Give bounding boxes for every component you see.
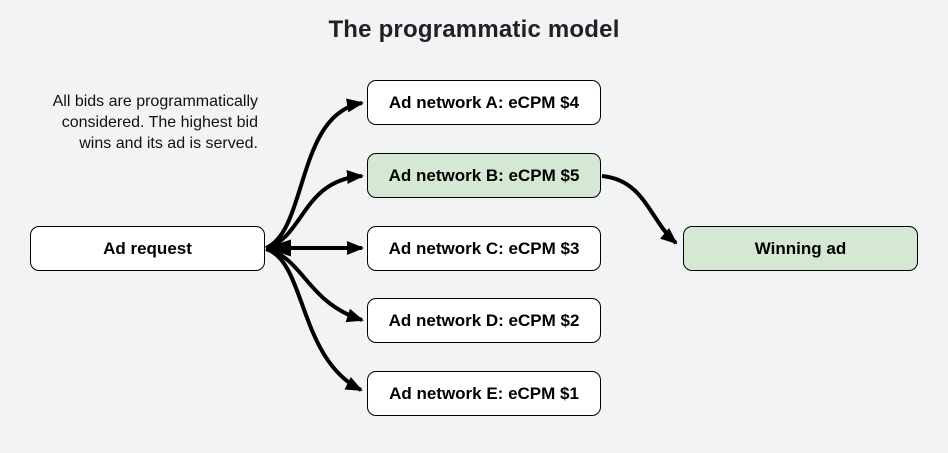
network-box-b: Ad network B: eCPM $5 xyxy=(367,153,601,198)
arrow-request-to-network-b xyxy=(265,170,364,250)
network-box-c: Ad network C: eCPM $3 xyxy=(367,226,601,271)
network-box-d: Ad network D: eCPM $2 xyxy=(367,298,601,343)
network-b-label: Ad network B: eCPM $5 xyxy=(388,165,580,185)
network-e-label: Ad network E: eCPM $1 xyxy=(389,383,579,403)
winning-ad-box: Winning ad xyxy=(683,226,918,271)
ad-request-label: Ad request xyxy=(103,238,192,258)
network-a-label: Ad network A: eCPM $4 xyxy=(388,92,580,112)
network-c-label: Ad network C: eCPM $3 xyxy=(388,238,580,258)
network-d-label: Ad network D: eCPM $2 xyxy=(388,310,580,330)
network-box-e: Ad network E: eCPM $1 xyxy=(367,371,601,416)
description-line: All bids are programmatically xyxy=(52,93,258,110)
arrow-network-b-to-winning-ad xyxy=(601,174,678,245)
page-title: The programmatic model xyxy=(328,16,620,43)
arrow-request-to-network-a xyxy=(265,98,364,250)
arrowhead-into-request xyxy=(266,239,291,257)
network-box-a: Ad network A: eCPM $4 xyxy=(367,80,601,125)
winning-ad-label: Winning ad xyxy=(754,238,847,258)
ad-request-box: Ad request xyxy=(30,226,265,271)
description-line: considered. The highest bid xyxy=(61,114,258,131)
description-line: wins and its ad is served. xyxy=(79,135,258,152)
description-text: All bids are programmatically considered… xyxy=(10,91,258,154)
arrow-request-to-network-e xyxy=(265,247,363,392)
